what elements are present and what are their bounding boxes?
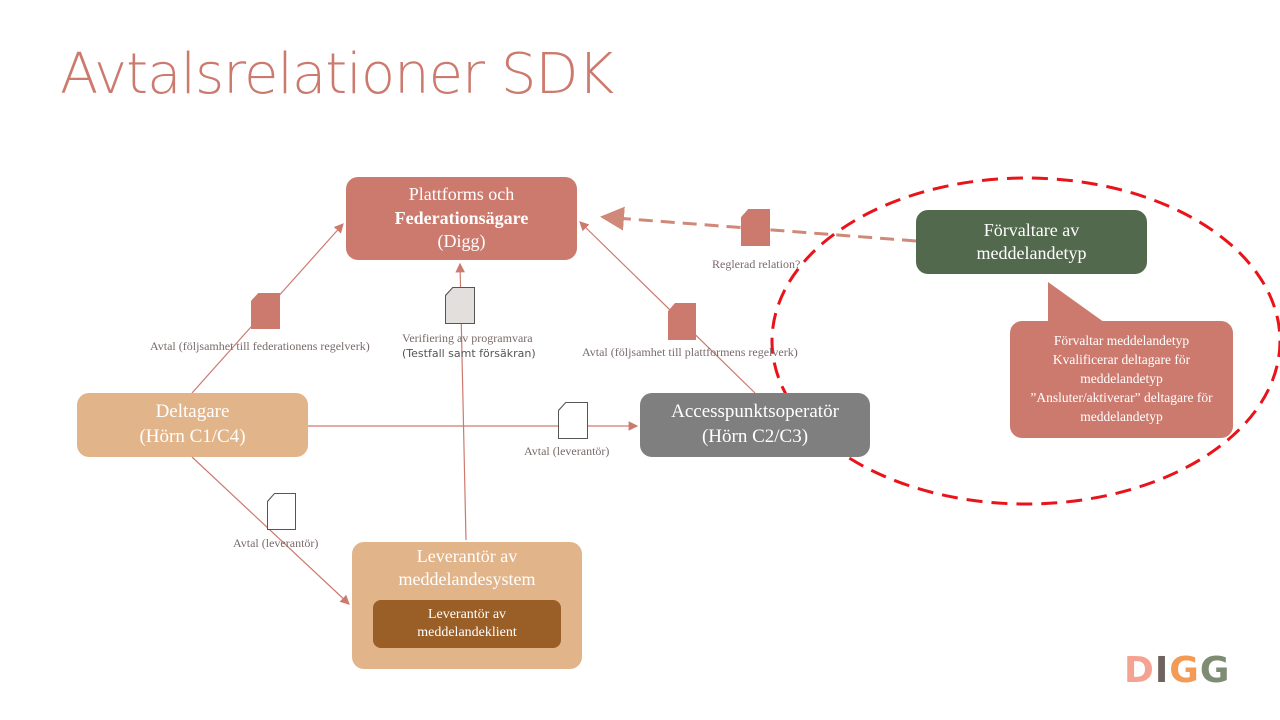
node-text: meddelandetyp [976, 243, 1087, 263]
line-accesspunkt-plattform [579, 221, 756, 394]
label-leverantor-right: Avtal (leverantör) [524, 444, 610, 458]
callout-text: Förvaltar meddelandetyp [1053, 333, 1190, 349]
label-plattformens: Avtal (följsamhet till plattformens rege… [582, 345, 798, 359]
red-dashed-ellipse [770, 176, 1280, 506]
node-deltagare: Deltagare (Hörn C1/C4) [77, 393, 308, 457]
document-icon [445, 287, 475, 324]
label-verifiering-sub: (Testfall samt försäkran) [402, 347, 536, 360]
document-icon [668, 303, 696, 340]
document-icon [251, 293, 280, 329]
callout-box: Förvaltar meddelandetyp Kvalificerar del… [1010, 321, 1233, 438]
node-text: (Hörn C1/C4) [139, 426, 246, 447]
label-verifiering: Verifiering av programvara [402, 331, 533, 345]
node-accesspunkt: Accesspunktsoperatör (Hörn C2/C3) [640, 393, 870, 457]
label-reglerad: Reglerad relation? [712, 257, 801, 271]
node-text: (Hörn C2/C3) [701, 426, 809, 447]
document-icon [558, 402, 588, 439]
document-icon [741, 209, 770, 246]
node-text: Deltagare [155, 401, 230, 423]
node-text: meddelandesystem [398, 569, 536, 590]
callout-text: ”Ansluter/aktiverar” deltagare för medde… [1030, 389, 1213, 424]
node-forvaltare: Förvaltare av meddelandetyp [916, 210, 1147, 274]
slide-title: Avtalsrelationer SDK [60, 42, 614, 107]
callout-text: Kvalificerar deltagare för meddelandetyp [1052, 352, 1191, 387]
node-text: Accesspunktsoperatör [671, 401, 839, 423]
node-text: (Digg) [437, 231, 486, 252]
node-text: Leverantör av [416, 546, 518, 566]
node-text: Förvaltare av [983, 219, 1080, 240]
label-federation: Avtal (följsamhet till federationens reg… [150, 339, 370, 353]
label-leverantor-left: Avtal (leverantör) [233, 536, 319, 550]
line-deltagare-leverantor [191, 456, 350, 605]
node-text: Federationsägare [394, 207, 529, 228]
node-plattform: Plattforms och Federationsägare (Digg) [346, 177, 577, 260]
node-leverantor: Leverantör av meddelandesystem Leverantö… [352, 542, 582, 669]
node-meddelandeklient: Leverantör av meddelandeklient [373, 599, 561, 648]
document-icon [267, 493, 296, 530]
node-text: Plattforms och [408, 184, 515, 205]
callout-pointer [1048, 282, 1108, 325]
